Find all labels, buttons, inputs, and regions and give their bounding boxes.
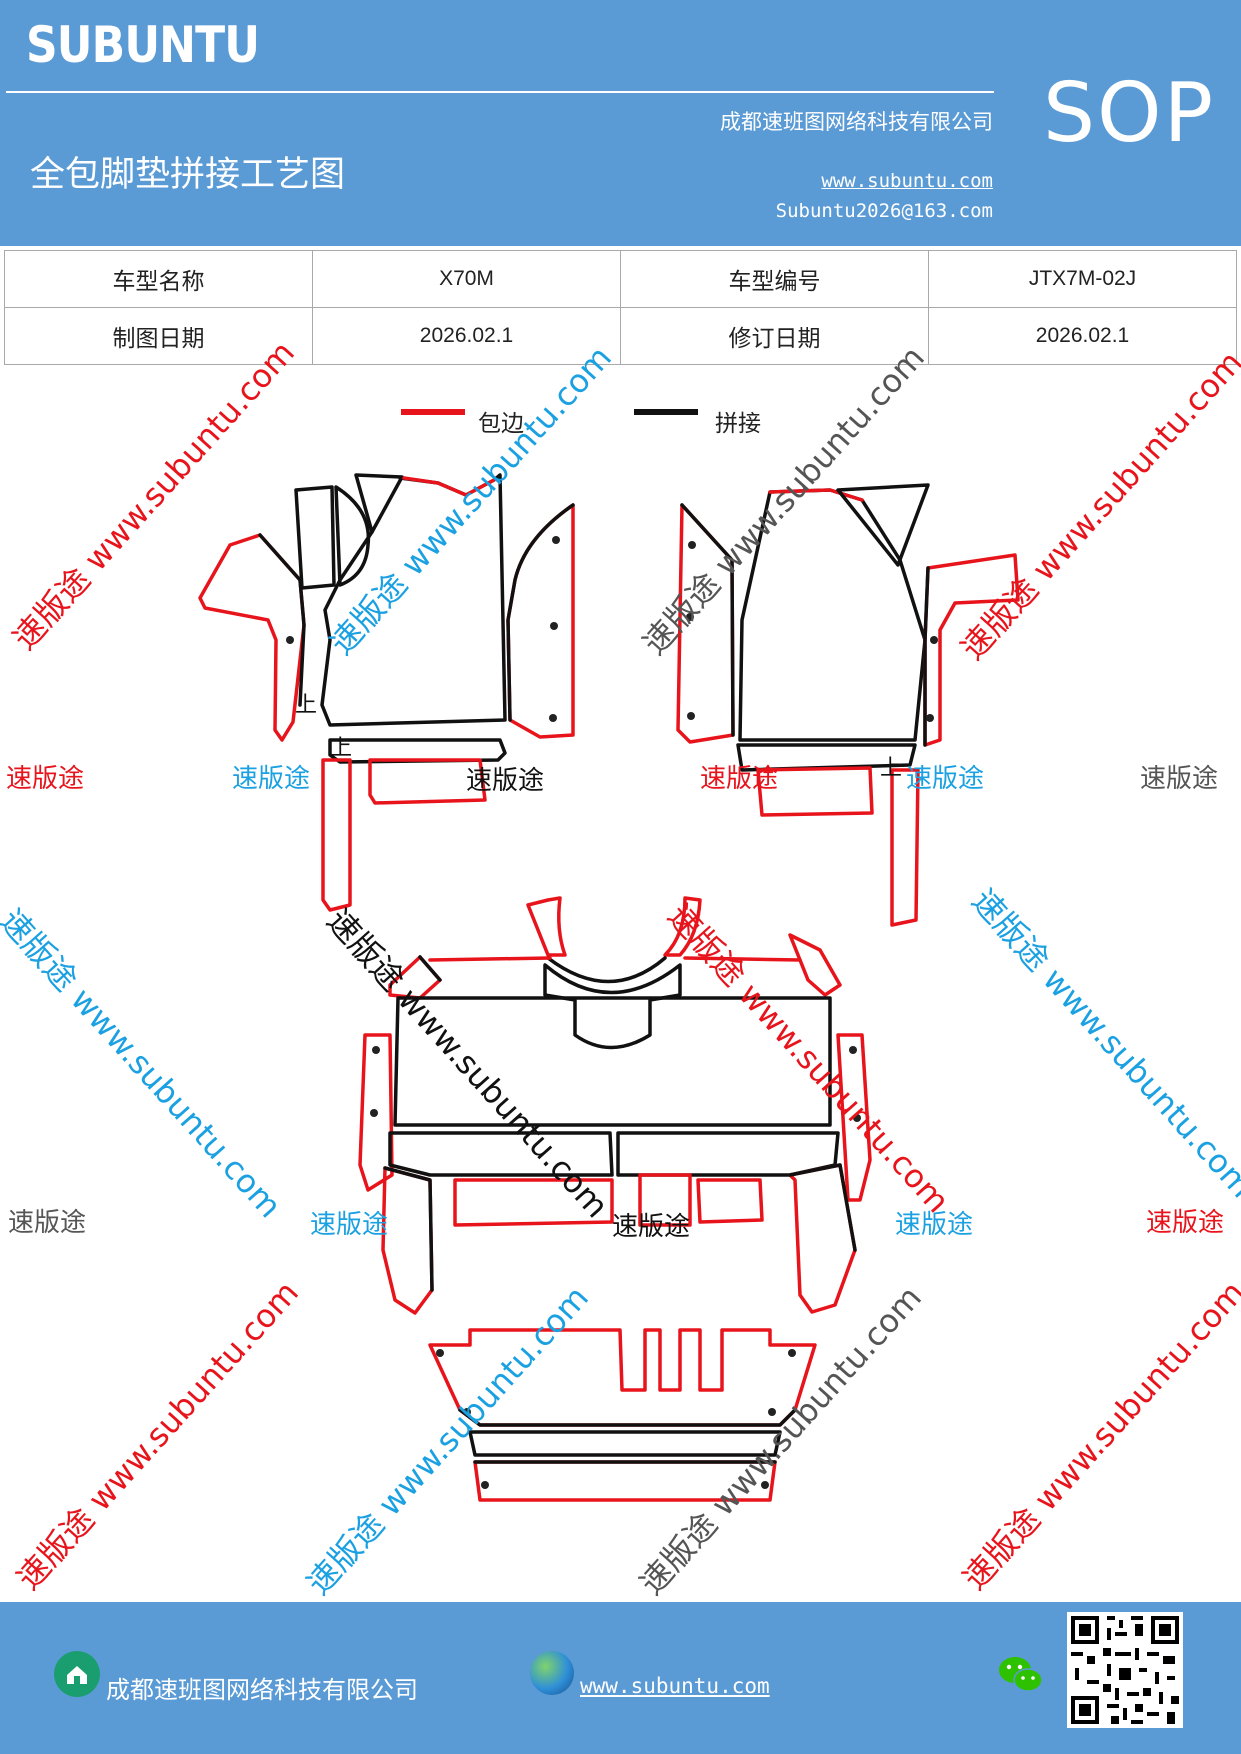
mat-piece xyxy=(526,896,567,957)
watermark-text: 速版途 xyxy=(895,1210,974,1240)
watermark-text: 速版途 xyxy=(6,764,85,794)
footer-website-link[interactable]: www.subuntu.com xyxy=(580,1674,770,1698)
watermark-text: 速版途 xyxy=(232,764,311,794)
footer-company: 成都速班图网络科技有限公司 xyxy=(106,1676,418,1704)
home-badge-icon xyxy=(54,1651,100,1697)
mat-piece xyxy=(788,933,842,997)
mat-piece xyxy=(428,956,802,962)
legend-edge-swatch xyxy=(401,409,465,415)
mat-piece xyxy=(402,476,496,497)
header-divider xyxy=(6,91,994,93)
mat-piece xyxy=(506,503,575,722)
model-name-label: 车型名称 xyxy=(4,250,313,308)
watermark-text: 速版途 xyxy=(700,764,779,794)
mat-piece xyxy=(294,485,336,590)
model-name-value: X70M xyxy=(312,250,621,308)
watermark-text: 速版途 xyxy=(906,764,985,794)
globe-icon xyxy=(530,1651,574,1695)
mat-piece xyxy=(368,758,487,805)
mat-piece xyxy=(418,955,442,982)
mat-piece xyxy=(383,1166,434,1292)
mat-piece xyxy=(836,483,930,567)
watermark-text: 速版途 xyxy=(1140,764,1219,794)
revise-date-label: 修订日期 xyxy=(620,307,929,365)
up-mark: 上 xyxy=(880,756,902,781)
mat-piece xyxy=(680,503,735,737)
draw-date-label: 制图日期 xyxy=(4,307,313,365)
revise-date-value: 2026.02.1 xyxy=(928,307,1237,365)
wechat-icon[interactable] xyxy=(996,1650,1046,1700)
watermark-text: 速版途 xyxy=(1146,1208,1225,1238)
mat-piece xyxy=(506,503,575,739)
mat-piece xyxy=(388,955,442,1000)
brand-logo: SUBUNTU xyxy=(26,16,260,74)
mat-piece xyxy=(890,768,920,927)
mat-piece xyxy=(736,743,917,772)
qr-code-icon[interactable] xyxy=(1067,1612,1183,1728)
mat-piece xyxy=(393,996,832,1127)
sop-badge: SOP xyxy=(1043,66,1216,161)
mat-piece xyxy=(836,1033,872,1202)
table-row: 车型名称 X70M 车型编号 JTX7M-02J xyxy=(4,250,1237,308)
mat-piece xyxy=(696,1178,764,1224)
header-website-link[interactable]: www.subuntu.com xyxy=(821,170,993,192)
mat-piece xyxy=(546,956,667,984)
mat-piece xyxy=(756,766,874,817)
header-banner: SUBUNTU 成都速班图网络科技有限公司 全包脚垫拼接工艺图 www.subu… xyxy=(0,0,1241,246)
info-table: 车型名称 X70M 车型编号 JTX7M-02J 制图日期 2026.02.1 … xyxy=(4,250,1237,365)
mat-piece xyxy=(453,1178,614,1227)
mat-piece xyxy=(381,1166,434,1315)
watermark-text: 速版途 xyxy=(8,1208,87,1238)
mat-piece xyxy=(258,533,306,707)
mat-piece xyxy=(638,1173,692,1227)
mat-piece xyxy=(334,485,371,587)
watermark-text: 速版途 xyxy=(310,1210,389,1240)
legend-edge-label: 包边 xyxy=(478,411,524,437)
mat-piece xyxy=(328,738,507,764)
legend-joint-swatch xyxy=(634,409,698,415)
mat-piece xyxy=(663,896,702,957)
mat-piece xyxy=(388,1131,614,1177)
watermark-text: 速版途 xyxy=(612,1212,691,1242)
mat-piece xyxy=(358,1033,394,1192)
mat-piece xyxy=(543,963,682,1050)
page-title: 全包脚垫拼接工艺图 xyxy=(30,155,346,195)
legend-joint-label: 拼接 xyxy=(715,411,761,437)
mat-piece xyxy=(768,488,864,502)
mat-piece xyxy=(468,1430,782,1457)
watermark-text: 速版途 xyxy=(466,766,545,796)
mat-piece xyxy=(321,758,352,912)
mat-piece xyxy=(788,1163,857,1252)
up-mark: 上 xyxy=(330,736,352,761)
mat-piece xyxy=(923,566,930,747)
table-row: 制图日期 2026.02.1 修订日期 2026.02.1 xyxy=(4,307,1237,365)
up-mark: 上 xyxy=(295,693,317,718)
header-email[interactable]: Subuntu2026@163.com xyxy=(775,200,993,222)
model-code-label: 车型编号 xyxy=(620,250,929,308)
header-company: 成都速班图网络科技有限公司 xyxy=(720,110,993,134)
model-code-value: JTX7M-02J xyxy=(928,250,1237,308)
fastener-dots xyxy=(286,536,938,1489)
mat-piece xyxy=(458,1408,797,1427)
mat-piece xyxy=(354,473,404,534)
mat-piece xyxy=(616,1131,840,1177)
draw-date-value: 2026.02.1 xyxy=(312,307,621,365)
